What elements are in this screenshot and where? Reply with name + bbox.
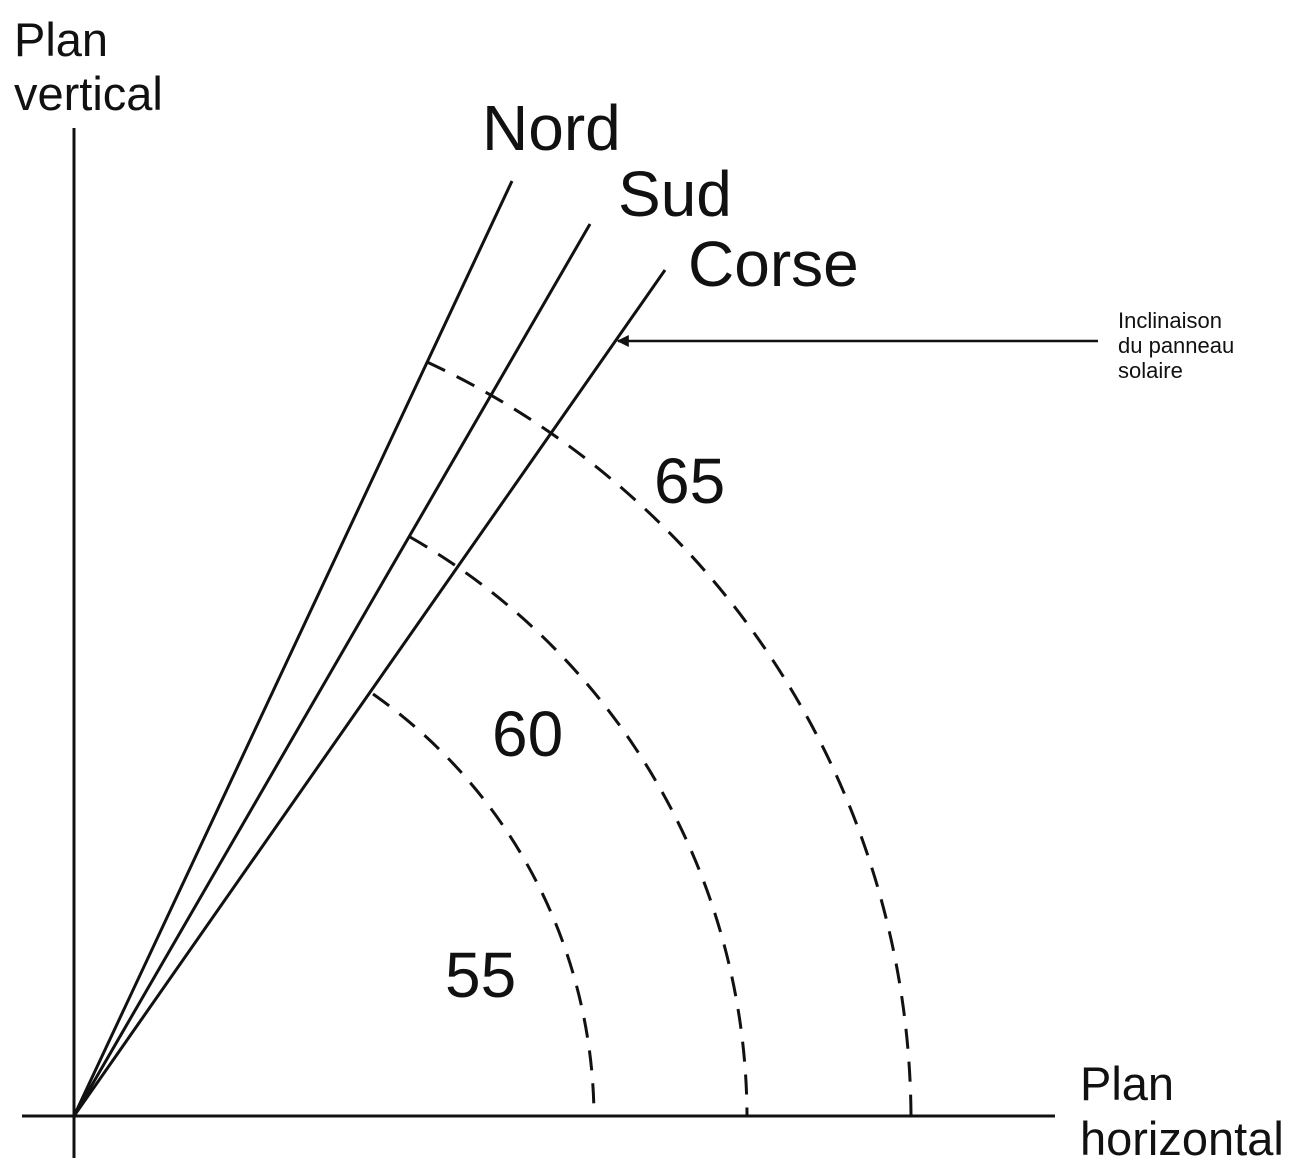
horizontal-axis-label-line-1: Plan	[1080, 1057, 1174, 1110]
horizontal-axis-label-line-2: horizontal	[1080, 1112, 1284, 1165]
arc-label-60: 60	[492, 698, 563, 770]
ray-corse	[72, 269, 667, 1117]
ray-nord	[72, 180, 514, 1117]
arc-60	[409, 535, 749, 1117]
annotation-text: Inclinaison du panneau solaire	[1118, 308, 1240, 383]
annotation-line-3: solaire	[1118, 358, 1183, 383]
ray-label-nord: Nord	[482, 92, 621, 164]
arc-label-55: 55	[445, 939, 516, 1011]
vertical-axis-label-line-1: Plan	[14, 13, 108, 66]
arc-label-65: 65	[654, 445, 725, 517]
annotation-line-1: Inclinaison	[1118, 308, 1222, 333]
vertical-axis-label: Plan vertical	[14, 13, 163, 120]
ray-sud	[72, 223, 592, 1117]
ray-label-sud: Sud	[618, 158, 732, 230]
ray-label-corse: Corse	[688, 228, 859, 300]
annotation-line-2: du panneau	[1118, 333, 1234, 358]
arc-55	[372, 692, 596, 1117]
horizontal-axis-label: Plan horizontal	[1080, 1057, 1284, 1165]
vertical-axis-label-line-2: vertical	[14, 67, 163, 120]
